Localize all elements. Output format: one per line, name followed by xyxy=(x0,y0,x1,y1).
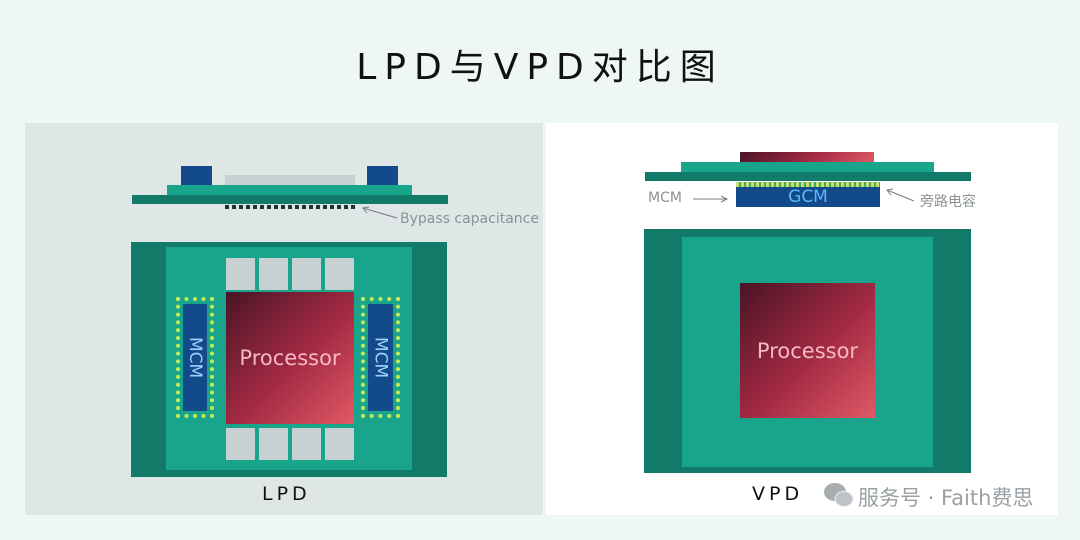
vpd-processor: Processor xyxy=(740,283,875,418)
lpd-memory-top xyxy=(226,258,354,290)
lpd-mcm-left: MCM xyxy=(176,297,214,418)
lpd-bypass-capacitors xyxy=(225,205,355,209)
vpd-board xyxy=(645,172,971,181)
lpd-caption: LPD xyxy=(262,483,311,505)
lpd-side-component xyxy=(367,166,398,186)
wechat-icon xyxy=(824,483,854,507)
bypass-capacitance-label: Bypass capacitance xyxy=(400,211,539,227)
lpd-mcm-right: MCM xyxy=(361,297,400,418)
lpd-memory-bottom xyxy=(226,428,354,460)
lpd-top-die xyxy=(225,175,355,185)
lpd-board xyxy=(132,195,448,204)
page-title: LPD与VPD对比图 xyxy=(356,47,724,88)
vpd-bypass-capacitors xyxy=(736,182,880,187)
vpd-top-die xyxy=(740,152,874,163)
vpd-mcm-label: MCM xyxy=(648,190,682,206)
lpd-side-component xyxy=(181,166,212,186)
lpd-substrate xyxy=(167,185,412,195)
vpd-substrate xyxy=(681,162,934,172)
arrow-icon xyxy=(693,195,729,203)
arrow-icon xyxy=(362,206,398,219)
lpd-processor: Processor xyxy=(226,292,354,424)
arrow-icon xyxy=(886,188,915,202)
bypass-capacitor-label-cn: 旁路电容 xyxy=(920,194,976,210)
watermark: 服务号 · Faith费思 xyxy=(858,486,1034,510)
vpd-gcm: GCM xyxy=(736,187,880,207)
vpd-caption: VPD xyxy=(752,483,804,505)
